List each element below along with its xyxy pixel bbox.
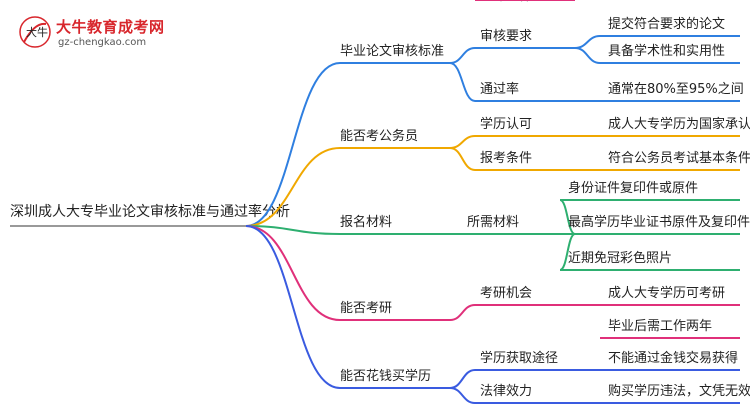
sub-connector (449, 147, 476, 171)
leaf-label: 不能通过金钱交易获得 (608, 350, 738, 366)
branch-label: 能否考研 (340, 301, 392, 316)
branch-connector (245, 225, 341, 321)
leaf-label: 近期免冠彩色照片 (568, 250, 672, 266)
leaf-connector (559, 233, 576, 271)
sub-topic-label: 报考条件 (480, 150, 532, 166)
logo-url: gz-chengkao.com (58, 37, 147, 48)
sub-topic-label: 所需材料 (467, 215, 519, 230)
leaf-label: 通常在80%至95%之间 (608, 82, 744, 97)
leaf-label: 身份证件复印件或原件 (568, 180, 698, 196)
logo-brand: 大牛教育成考网 (56, 18, 165, 36)
sub-connector (449, 304, 476, 321)
leaf-label: 成人大专学历为国家承认 (608, 116, 750, 132)
leaf-label: 购买学历违法，文凭无效 (608, 383, 750, 399)
sub-topic-label: 考研机会 (480, 286, 532, 301)
branch-label: 毕业论文审核标准 (340, 44, 444, 59)
branch-connector (245, 225, 341, 389)
sub-topic-label: 报考条件 (480, 0, 532, 4)
leaf-label: 具备学术性和实用性 (608, 43, 725, 59)
sub-connector (449, 47, 476, 64)
branch-connector (245, 62, 341, 227)
leaf-label: 成人大专学历可考研 (608, 285, 725, 301)
branch-label: 报名材料 (340, 214, 392, 230)
sub-connector (449, 135, 476, 149)
leaf-label: 符合公务员考试基本条件 (608, 150, 750, 166)
sub-topic-label: 法律效力 (480, 384, 532, 399)
sub-topic-label: 审核要求 (480, 29, 532, 44)
branch-label: 能否花钱买学历 (340, 368, 431, 384)
site-logo[interactable]: 大牛 大牛教育成考网 gz-chengkao.com (14, 10, 184, 58)
sub-connector (449, 62, 476, 102)
branch-connector (245, 147, 341, 227)
leaf-label: 提交符合要求的论文 (608, 16, 725, 32)
leaf-label: 毕业后需工作两年 (608, 319, 712, 334)
leaf-connector (574, 35, 601, 49)
sub-topic-label: 学历获取途径 (480, 350, 558, 366)
sub-topic-label: 通过率 (480, 81, 519, 97)
sub-topic-label: 学历认可 (480, 116, 532, 132)
leaf-connector (574, 47, 601, 64)
branch-connector (245, 225, 341, 235)
leaf-label: 最高学历毕业证书原件及复印件 (568, 214, 750, 230)
sub-connector (449, 369, 476, 389)
root-topic: 深圳成人大专毕业论文审核标准与通过率分析 (10, 203, 290, 220)
sub-connector (449, 387, 476, 404)
logo-mark-text: 大牛 (26, 25, 48, 39)
logo-mark-icon: 大牛 (19, 16, 51, 48)
branch-label: 能否考公务员 (340, 128, 418, 144)
